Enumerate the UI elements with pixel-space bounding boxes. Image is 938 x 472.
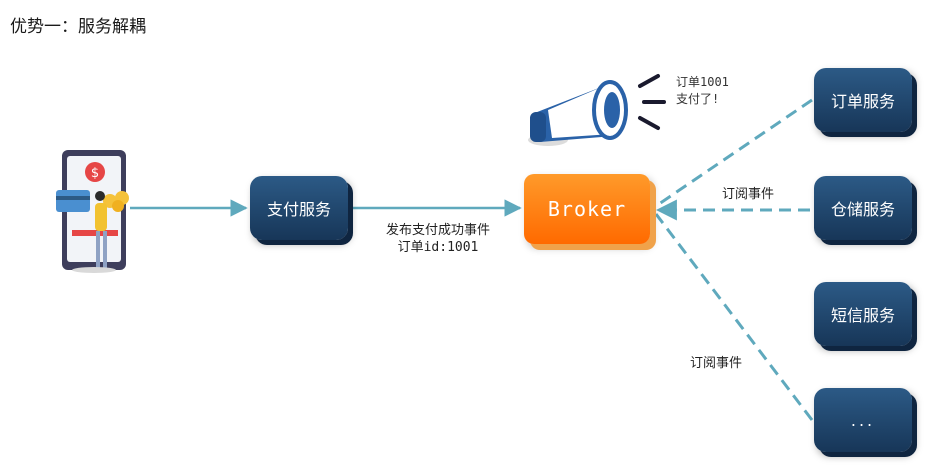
more-services-box: ...	[814, 388, 912, 452]
megaphone-icon	[528, 74, 666, 146]
publish-event-line2: 订单id:1001	[397, 240, 479, 255]
publish-event-label: 发布支付成功事件 订单id:1001	[372, 222, 504, 256]
warehouse-service-box: 仓储服务	[814, 176, 912, 240]
announcement-line1: 订单1001	[676, 75, 729, 89]
subscribe-line-order	[655, 98, 813, 208]
announcement-line2: 支付了!	[676, 92, 720, 106]
sms-service-box: 短信服务	[814, 282, 912, 346]
page-title: 优势一：服务解耦	[10, 17, 146, 37]
subscribe-label-top: 订阅事件	[722, 187, 775, 202]
subscribe-label-bottom: 订阅事件	[690, 356, 743, 371]
publish-event-line1: 发布支付成功事件	[385, 223, 490, 238]
payment-service-box: 支付服务	[250, 176, 348, 240]
announcement-note: 订单1001 支付了!	[676, 74, 729, 108]
svg-text:$: $	[91, 166, 99, 181]
phone-payment-icon: $	[56, 150, 129, 273]
broker-box: Broker	[524, 174, 650, 244]
order-service-box: 订单服务	[814, 68, 912, 132]
subscribe-line-more	[654, 213, 814, 421]
